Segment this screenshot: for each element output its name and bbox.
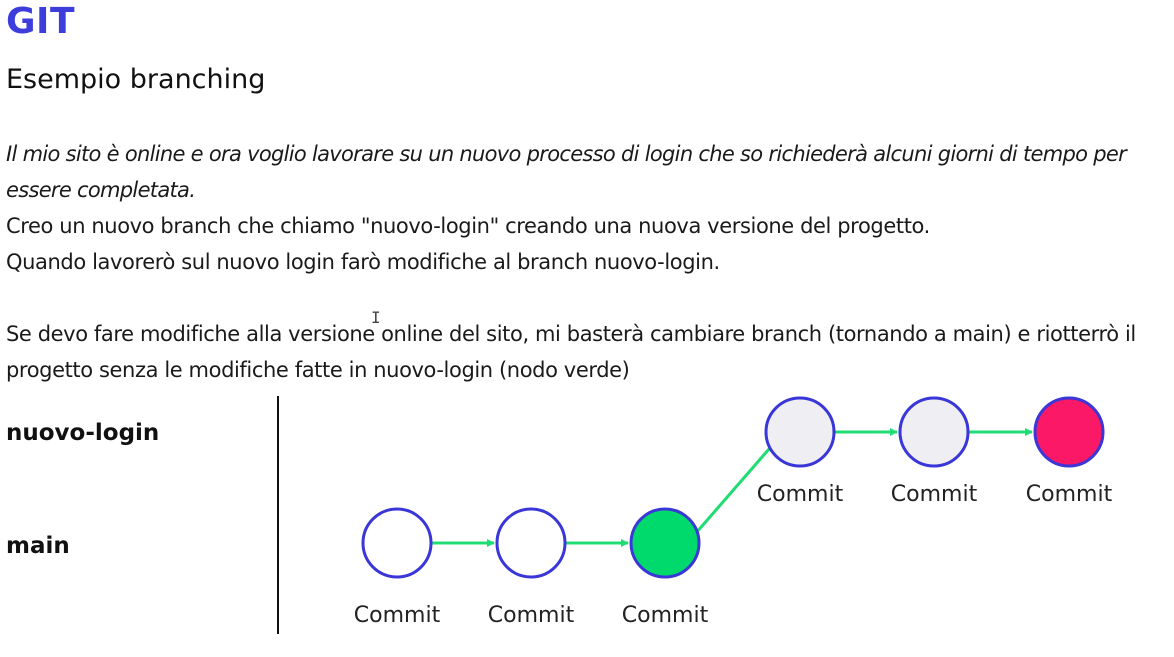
main-commit-node-3: [629, 507, 701, 579]
main-commit-label-2: Commit: [487, 603, 575, 628]
branch-label-main: main: [6, 533, 70, 559]
edge-branch-off: [687, 440, 778, 542]
main-commit-label-1: Commit: [353, 603, 441, 628]
commit-nodes: [361, 396, 1105, 579]
login-commit-node-2: [898, 396, 970, 468]
login-commit-node-1: [764, 396, 836, 468]
branch-divider: [277, 396, 279, 634]
login-commit-label-3: Commit: [1025, 482, 1113, 507]
paragraph-1: Creo un nuovo branch che chiamo "nuovo-l…: [6, 208, 1174, 280]
main-commit-node-1: [361, 507, 433, 579]
login-commit-label-2: Commit: [890, 482, 978, 507]
login-commit-node-3: [1033, 396, 1105, 468]
paragraph-1-line-1: Creo un nuovo branch che chiamo "nuovo-l…: [6, 214, 930, 238]
commit-edges: [432, 428, 1033, 547]
paragraph-2: Se devo fare modifiche alla versione onl…: [6, 322, 1136, 382]
intro-text: Il mio sito è online e ora voglio lavora…: [6, 142, 1127, 202]
main-commit-node-2: [495, 507, 567, 579]
page-title: GIT: [6, 1, 75, 42]
paragraph-1-line-2: Quando lavorerò sul nuovo login farò mod…: [6, 250, 720, 274]
branch-label-nuovo-login: nuovo-login: [6, 420, 160, 446]
text-cursor-icon: I: [371, 308, 381, 327]
main-commit-label-3: Commit: [621, 603, 709, 628]
page-subtitle: Esempio branching: [6, 64, 266, 95]
login-commit-label-1: Commit: [756, 482, 844, 507]
